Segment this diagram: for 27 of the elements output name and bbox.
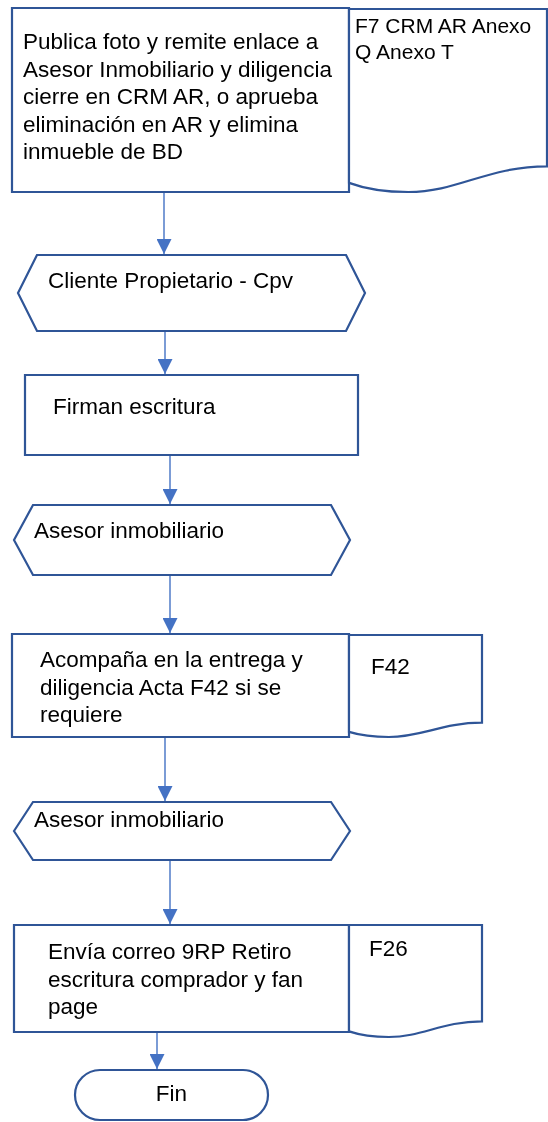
step-text: Fin: [154, 1080, 189, 1108]
step-text: Publica foto y remite enlace a Asesor Inmobiliario y diligencia cierre en CRM AR, o aprueba eliminación en AR y elimina inmueble de BD: [23, 28, 333, 166]
process-box: [12, 8, 349, 192]
document-reference: F7 CRM AR Anexo Q Anexo T: [355, 13, 533, 65]
step-text: Cliente Propietario - Cpv: [48, 267, 295, 295]
arrow: [156, 192, 172, 255]
process-box: [25, 375, 358, 455]
step-text: Firman escritura: [53, 393, 217, 421]
arrow: [157, 331, 173, 375]
preparation-hexagon: [18, 255, 365, 331]
arrow: [162, 455, 178, 505]
arrow: [149, 1032, 165, 1070]
preparation-hexagon: [14, 505, 350, 575]
step-text: Asesor inmobiliario: [34, 806, 226, 834]
preparation-hexagon: [14, 802, 350, 860]
document-shape: [349, 925, 482, 1037]
document-shape: [349, 9, 547, 192]
step-text: Acompaña en la entrega y diligencia Acta F42 si se requiere: [40, 646, 304, 729]
arrow: [157, 737, 173, 802]
arrow: [162, 860, 178, 925]
terminator-shape: [75, 1070, 268, 1120]
document-shape: [349, 635, 482, 737]
step-text: Envía correo 9RP Retiro escritura comprador y fan page: [48, 938, 305, 1021]
document-reference: F26: [369, 935, 409, 963]
document-reference: F42: [371, 653, 411, 681]
step-text: Asesor inmobiliario: [34, 517, 226, 545]
arrow: [162, 575, 178, 634]
